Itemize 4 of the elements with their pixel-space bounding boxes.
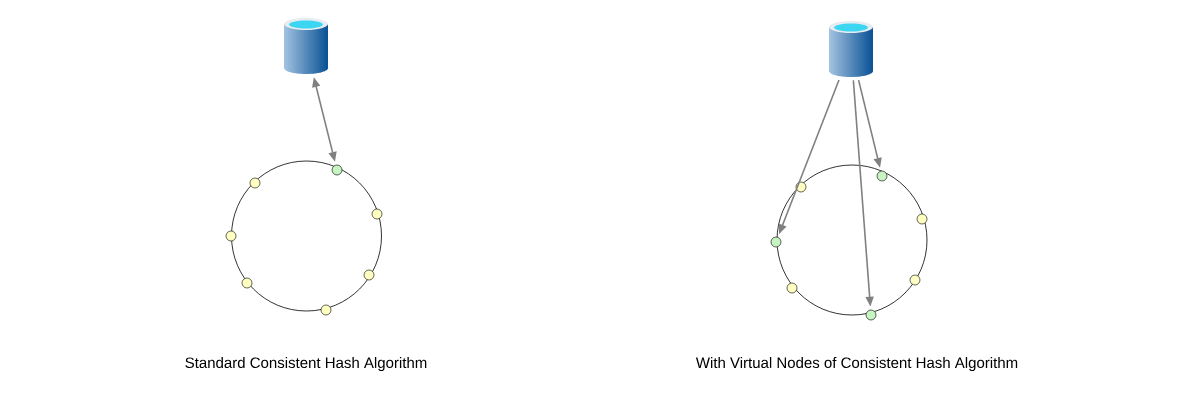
database-cylinder xyxy=(829,21,873,77)
caption: With Virtual Nodes of Consistent Hash Algorithm xyxy=(695,357,1018,371)
database-cylinder xyxy=(284,18,328,74)
caption: Standard Consistent Hash Algorithm xyxy=(185,357,427,371)
